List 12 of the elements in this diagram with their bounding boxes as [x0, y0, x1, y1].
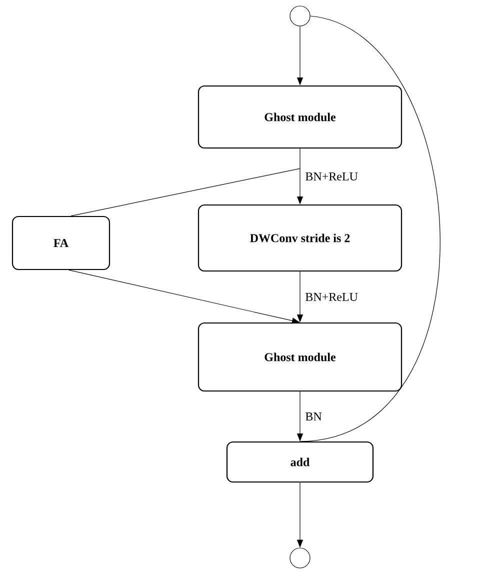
- edge-label: BN+ReLU: [304, 172, 359, 182]
- connector-line: [70, 168, 300, 216]
- terminal-circle: [290, 6, 310, 26]
- edge-label: BN: [304, 412, 323, 422]
- terminal-circle: [290, 548, 310, 568]
- process-box: add: [226, 441, 374, 483]
- process-box: Ghost module: [198, 85, 402, 149]
- edge-label: BN+ReLU: [304, 292, 359, 302]
- process-box: FA: [12, 216, 110, 270]
- process-box: Ghost module: [198, 322, 402, 392]
- connector-line: [300, 16, 440, 442]
- process-box: DWConv stride is 2: [198, 204, 402, 272]
